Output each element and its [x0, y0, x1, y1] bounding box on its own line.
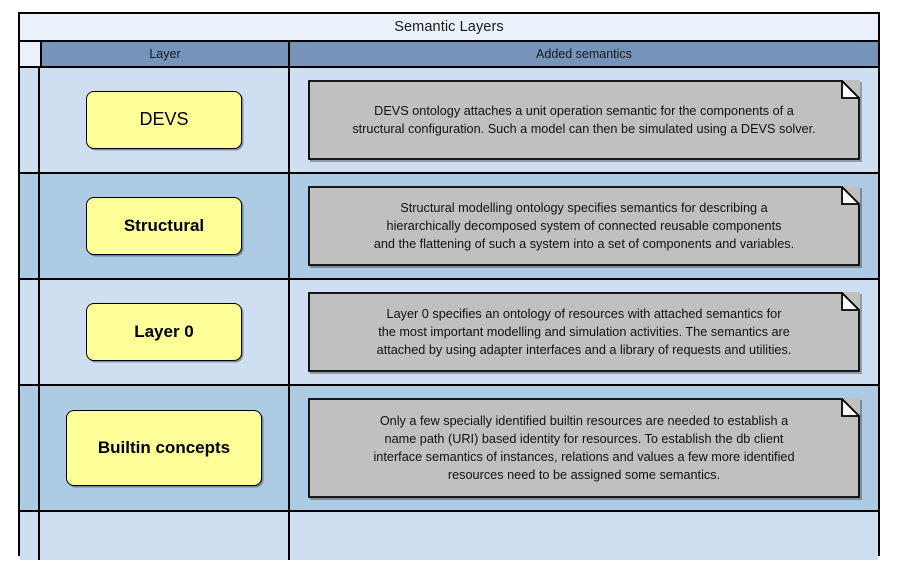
layer-box-builtin-concepts-label: Builtin concepts	[97, 437, 231, 457]
layer-cell-empty	[40, 512, 290, 560]
layer-cell: Layer 0	[40, 280, 290, 384]
note-text-builtin-concepts: Only a few specially identified builtin …	[373, 413, 795, 483]
row-header-cell	[20, 174, 40, 278]
layer-box-devs[interactable]: DEVS	[86, 91, 242, 149]
layer-box-devs-label: DEVS	[139, 109, 189, 130]
note-folded-corner-icon	[308, 186, 860, 266]
note-folded-corner-icon	[308, 398, 860, 498]
semantics-cell-empty	[290, 512, 878, 560]
note-text-structural: Structural modelling ontology specifies …	[373, 200, 795, 252]
semantic-layers-table: Semantic Layers Layer Added semantics DE…	[18, 12, 880, 560]
layer-box-layer-0[interactable]: Layer 0	[86, 303, 242, 361]
note-shape-devs[interactable]: DEVS ontology attaches a unit operation …	[308, 80, 860, 160]
note-shape-layer-0[interactable]: Layer 0 specifies an ontology of resourc…	[308, 292, 860, 372]
layer-box-structural[interactable]: Structural	[86, 197, 242, 255]
column-header-layer: Layer	[40, 42, 290, 66]
layer-cell: Structural	[40, 174, 290, 278]
row-header-cell	[20, 280, 40, 384]
note-folded-corner-icon	[308, 292, 860, 372]
note-shape-structural[interactable]: Structural modelling ontology specifies …	[308, 186, 860, 266]
note-shape-builtin-concepts[interactable]: Only a few specially identified builtin …	[308, 398, 860, 498]
table-row: Layer 0 Layer 0 specifies an ontology of…	[20, 280, 878, 386]
table-row-empty	[20, 512, 878, 560]
note-text-layer-0: Layer 0 specifies an ontology of resourc…	[376, 306, 792, 358]
layer-box-structural-label: Structural	[123, 215, 205, 235]
column-header-layer-label: Layer	[149, 47, 181, 61]
table-row: Builtin concepts Only a few specially id…	[20, 386, 878, 512]
note-folded-corner-icon	[308, 80, 860, 160]
semantics-cell: Structural modelling ontology specifies …	[290, 174, 878, 278]
layer-box-layer-0-label: Layer 0	[134, 321, 194, 341]
table-title-row: Semantic Layers	[20, 14, 878, 42]
semantics-cell: Only a few specially identified builtin …	[290, 386, 878, 510]
column-header-added-semantics: Added semantics	[290, 42, 878, 66]
note-text-devs: DEVS ontology attaches a unit operation …	[352, 103, 816, 136]
page-title: Semantic Layers	[394, 19, 504, 35]
row-header-cell	[20, 68, 40, 172]
table-row: DEVS DEVS ontology attaches a unit opera…	[20, 68, 878, 174]
row-header-spacer-cell	[20, 42, 40, 66]
column-header-added-semantics-label: Added semantics	[536, 47, 632, 61]
row-header-cell	[20, 512, 40, 560]
layer-box-builtin-concepts[interactable]: Builtin concepts	[66, 410, 262, 486]
row-header-cell	[20, 386, 40, 510]
table-row: Structural Structural modelling ontology…	[20, 174, 878, 280]
semantics-cell: Layer 0 specifies an ontology of resourc…	[290, 280, 878, 384]
layer-cell: DEVS	[40, 68, 290, 172]
semantics-cell: DEVS ontology attaches a unit operation …	[290, 68, 878, 172]
layer-cell: Builtin concepts	[40, 386, 290, 510]
table-header-row: Layer Added semantics	[20, 42, 878, 68]
